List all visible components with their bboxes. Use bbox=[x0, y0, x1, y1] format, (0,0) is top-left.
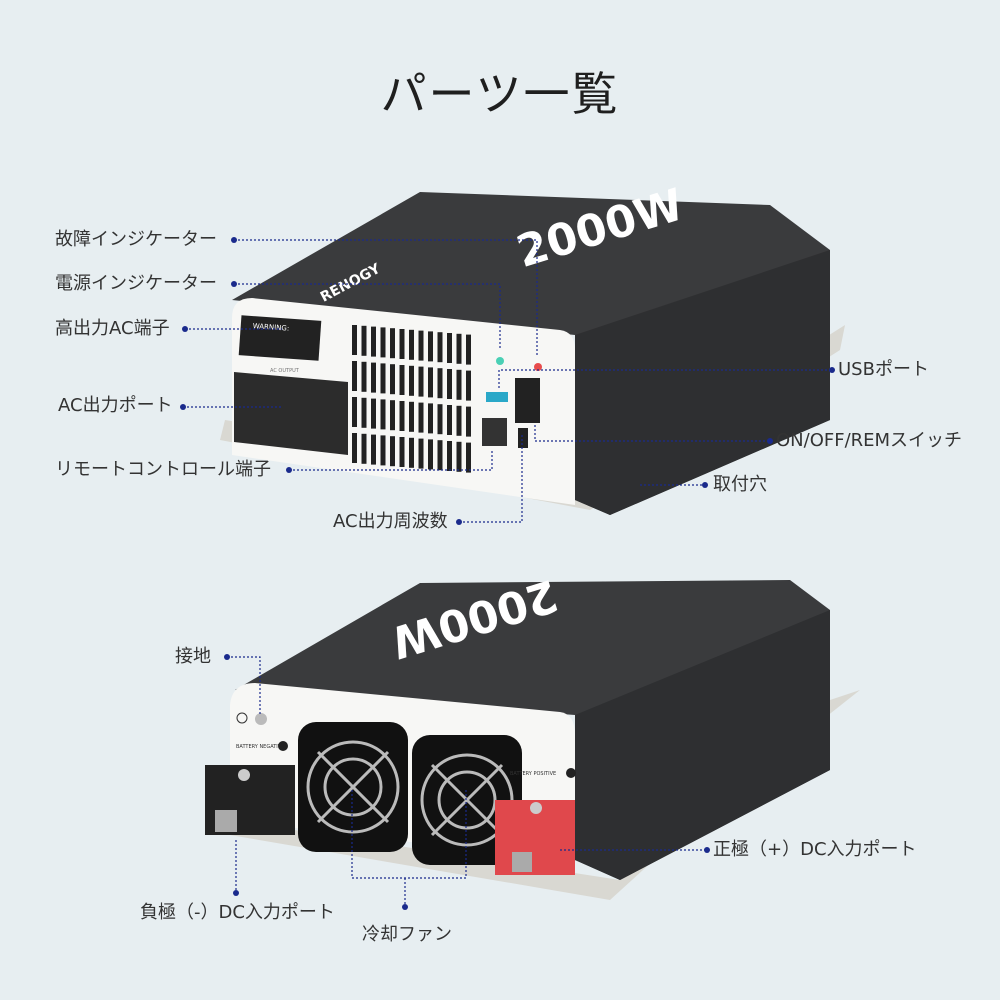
label-ground: 接地 bbox=[175, 646, 211, 667]
vent-slot bbox=[380, 363, 386, 394]
inverter-rear-view: BATTERY NEGATIVE BATTERY POSITIVE 2000W bbox=[205, 569, 860, 900]
vent-slot bbox=[352, 361, 357, 391]
label-ac-output-port: AC出力ポート bbox=[58, 395, 173, 416]
vent-slot bbox=[418, 438, 424, 469]
vent-slot bbox=[409, 437, 414, 468]
vent-slot bbox=[447, 405, 452, 435]
battery-positive-label: BATTERY POSITIVE bbox=[510, 771, 556, 777]
cooling-fan-right bbox=[412, 735, 522, 865]
vent-slot bbox=[418, 330, 424, 361]
vent-slot bbox=[437, 332, 443, 363]
positive-terminal bbox=[495, 800, 575, 875]
ventilation-grille bbox=[352, 325, 471, 473]
vent-slot bbox=[371, 326, 376, 357]
vent-slot bbox=[409, 329, 414, 360]
negative-terminal bbox=[205, 765, 295, 835]
vent-slot bbox=[456, 405, 462, 436]
vent-slot bbox=[399, 329, 405, 359]
plus-symbol bbox=[566, 768, 576, 778]
vent-slot bbox=[361, 361, 367, 392]
warning-text: WARNING: bbox=[252, 322, 289, 333]
power-led bbox=[496, 357, 504, 365]
vent-slot bbox=[390, 400, 395, 431]
warning-sticker bbox=[238, 315, 322, 361]
vent-slot bbox=[352, 397, 357, 427]
label-positive-dc-input: 正極（+）DC入力ポート bbox=[713, 839, 917, 860]
ground-symbol bbox=[236, 712, 248, 724]
vent-slot bbox=[380, 327, 386, 358]
remote-jack bbox=[482, 418, 507, 446]
vent-slot bbox=[428, 367, 433, 398]
vent-slot bbox=[428, 331, 433, 362]
minus-symbol bbox=[278, 741, 288, 751]
vent-slot bbox=[428, 439, 433, 470]
vent-slot bbox=[456, 369, 462, 400]
vent-slot bbox=[447, 333, 452, 363]
leader-dots bbox=[180, 237, 835, 910]
vent-slot bbox=[380, 435, 386, 466]
vent-slot bbox=[437, 404, 443, 435]
label-remote-control-terminal: リモートコントロール端子 bbox=[55, 459, 271, 480]
page-title: パーツ一覧 bbox=[380, 67, 620, 121]
label-negative-dc-input: 負極（-）DC入力ポート bbox=[140, 902, 335, 923]
vent-slot bbox=[437, 440, 443, 471]
vent-slot bbox=[466, 442, 471, 473]
label-cooling-fan: 冷却ファン bbox=[362, 924, 452, 945]
vent-slot bbox=[466, 334, 471, 365]
vent-slot bbox=[361, 433, 367, 464]
vent-slot bbox=[361, 397, 367, 428]
label-mounting-hole: 取付穴 bbox=[713, 474, 767, 495]
label-high-output-ac-terminal: 高出力AC端子 bbox=[55, 318, 170, 339]
label-usb-port: USBポート bbox=[838, 359, 929, 380]
vent-slot bbox=[352, 325, 357, 355]
vent-slot bbox=[371, 362, 376, 393]
ground-screw bbox=[255, 713, 267, 725]
vent-slot bbox=[361, 325, 367, 356]
vent-slot bbox=[418, 366, 424, 397]
vent-slot bbox=[466, 406, 471, 437]
vent-slot bbox=[352, 433, 357, 463]
frequency-switch bbox=[518, 428, 528, 448]
vent-slot bbox=[418, 402, 424, 433]
vent-slot bbox=[409, 401, 414, 432]
label-on-off-rem-switch: ON/OFF/REMスイッチ bbox=[776, 430, 963, 451]
inverter-front-view: RENOGY WARNING: AC OUTPUT 2000W bbox=[220, 179, 845, 515]
usb-port-shape bbox=[486, 392, 508, 402]
vent-slot bbox=[409, 365, 414, 396]
vent-slot bbox=[399, 401, 405, 431]
vent-slot bbox=[399, 437, 405, 467]
vent-slot bbox=[456, 441, 462, 472]
socket-label: AC OUTPUT bbox=[270, 368, 300, 374]
vent-slot bbox=[437, 368, 443, 399]
battery-negative-label: BATTERY NEGATIVE bbox=[236, 744, 284, 750]
cooling-fan-left bbox=[298, 722, 408, 852]
vent-slot bbox=[390, 436, 395, 467]
vent-slot bbox=[466, 370, 471, 401]
vent-slot bbox=[390, 364, 395, 395]
vent-slot bbox=[390, 328, 395, 359]
power-switch bbox=[515, 378, 540, 423]
label-ac-output-frequency: AC出力周波数 bbox=[333, 511, 448, 532]
leader-lines bbox=[183, 239, 832, 907]
ac-outlet bbox=[234, 372, 348, 455]
vent-slot bbox=[399, 365, 405, 395]
vent-slot bbox=[371, 398, 376, 429]
fault-led bbox=[534, 363, 542, 371]
label-fault-indicator: 故障インジケーター bbox=[55, 229, 217, 250]
vent-slot bbox=[428, 403, 433, 434]
vent-slot bbox=[456, 333, 462, 364]
label-power-indicator: 電源インジケーター bbox=[55, 273, 217, 294]
vent-slot bbox=[447, 441, 452, 471]
vent-slot bbox=[371, 434, 376, 465]
vent-slot bbox=[380, 399, 386, 430]
vent-slot bbox=[447, 369, 452, 399]
